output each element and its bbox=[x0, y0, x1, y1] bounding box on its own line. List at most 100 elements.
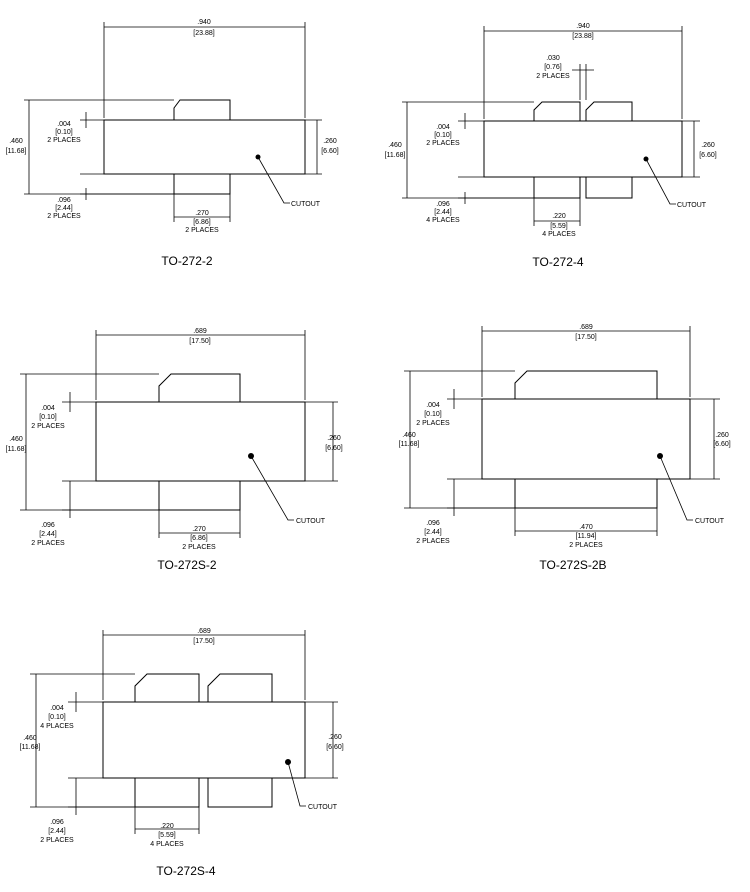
body-height-in: .260 bbox=[701, 142, 715, 149]
total-height-in: .460 bbox=[402, 432, 416, 439]
lead-offset-mm: [2.44] bbox=[434, 209, 452, 216]
lead-offset-places: 4 PLACES bbox=[426, 217, 460, 224]
body-height-in: .260 bbox=[323, 138, 337, 145]
body-height-mm: [6.60] bbox=[326, 744, 344, 751]
drawing-to-272s-2: .689 [17.50] .460 [11.68] .004 [0.10] 2 … bbox=[6, 328, 343, 572]
total-height-in: .460 bbox=[388, 142, 402, 149]
lead-offset-mm: [2.44] bbox=[424, 529, 442, 536]
total-height-in: .460 bbox=[9, 436, 23, 443]
overall-length-in: .689 bbox=[197, 628, 211, 635]
drawing-to-272-2: .940 [23.88] .460 [11.68] .004 [0.10] 2 … bbox=[6, 19, 339, 268]
lead-offset-in: .096 bbox=[426, 520, 440, 527]
overall-length-in: .940 bbox=[197, 19, 211, 26]
lead-width-places: 4 PLACES bbox=[150, 841, 184, 848]
overall-length-in: .689 bbox=[193, 328, 207, 335]
lead-thickness-mm: [0.10] bbox=[424, 411, 442, 418]
drawing-to-272s-4: .689 [17.50] .460 [11.68] .004 [0.10] 4 … bbox=[20, 628, 344, 878]
lead-gap-mm: [0.76] bbox=[544, 64, 562, 71]
bottom-lead bbox=[173, 173, 231, 195]
lead-width-mm: [5.59] bbox=[158, 832, 176, 839]
lead-width-places: 2 PLACES bbox=[182, 544, 216, 551]
total-height-in: .460 bbox=[23, 735, 37, 742]
lead-thickness-places: 2 PLACES bbox=[416, 420, 450, 427]
lead-width-in: .220 bbox=[552, 213, 566, 220]
lead-width-in: .270 bbox=[195, 210, 209, 217]
lead-offset-mm: [2.44] bbox=[48, 828, 66, 835]
cutout-label: CUTOUT bbox=[296, 518, 326, 525]
lead-thickness-places: 2 PLACES bbox=[31, 423, 65, 430]
bottom-lead bbox=[158, 480, 241, 511]
lead-offset-places: 2 PLACES bbox=[31, 540, 65, 547]
lead-offset-in: .096 bbox=[57, 197, 71, 204]
package-body bbox=[102, 701, 306, 779]
lead-offset-places: 2 PLACES bbox=[416, 538, 450, 545]
total-height-mm: [11.68] bbox=[6, 148, 27, 155]
lead-offset-mm: [2.44] bbox=[39, 531, 57, 538]
lead-offset-in: .096 bbox=[41, 522, 55, 529]
lead-offset-places: 2 PLACES bbox=[40, 837, 74, 844]
drawing-title: TO-272S-4 bbox=[156, 864, 215, 878]
bottom-lead-left bbox=[134, 777, 200, 808]
overall-length-mm: [17.50] bbox=[189, 338, 210, 345]
cutout-label: CUTOUT bbox=[695, 518, 725, 525]
total-height-mm: [11.68] bbox=[20, 744, 41, 751]
lead-width-mm: [11.94] bbox=[576, 533, 597, 540]
overall-length-mm: [23.88] bbox=[193, 30, 214, 37]
lead-width-mm: [6.86] bbox=[193, 219, 211, 226]
drawing-title: TO-272-4 bbox=[532, 255, 583, 269]
overall-length-mm: [17.50] bbox=[575, 334, 596, 341]
top-lead-left bbox=[134, 673, 200, 702]
lead-thickness-in: .004 bbox=[57, 121, 71, 128]
top-lead bbox=[158, 373, 241, 402]
lead-thickness-in: .004 bbox=[426, 402, 440, 409]
top-lead-right bbox=[585, 101, 633, 121]
body-height-in: .260 bbox=[328, 734, 342, 741]
lead-thickness-places: 4 PLACES bbox=[40, 723, 74, 730]
overall-length-in: .689 bbox=[579, 324, 593, 331]
lead-width-in: .220 bbox=[160, 823, 174, 830]
package-body bbox=[95, 401, 306, 482]
cutout-label: CUTOUT bbox=[291, 201, 321, 208]
drawing-to-272-4: .940 [23.88] .030 [0.76] 2 PLACES .460 [… bbox=[385, 23, 717, 269]
body-height-in: .260 bbox=[715, 432, 729, 439]
lead-thickness-places: 2 PLACES bbox=[426, 140, 460, 147]
overall-length-in: .940 bbox=[576, 23, 590, 30]
lead-thickness-in: .004 bbox=[41, 405, 55, 412]
lead-thickness-mm: [0.10] bbox=[39, 414, 57, 421]
overall-length-mm: [17.50] bbox=[193, 638, 214, 645]
lead-thickness-in: .004 bbox=[436, 124, 450, 131]
total-height-mm: [11.68] bbox=[6, 446, 27, 453]
package-body bbox=[103, 119, 306, 175]
cutout-label: CUTOUT bbox=[308, 804, 338, 811]
bottom-lead bbox=[514, 478, 658, 509]
total-height-mm: [11.68] bbox=[399, 441, 420, 448]
body-height-mm: [6.60] bbox=[325, 445, 343, 452]
body-height-mm: [6.60] bbox=[699, 152, 717, 159]
package-body bbox=[481, 398, 691, 480]
cutout-label: CUTOUT bbox=[677, 202, 707, 209]
top-lead-right bbox=[207, 673, 273, 702]
lead-offset-mm: [2.44] bbox=[55, 205, 73, 212]
lead-thickness-in: .004 bbox=[50, 705, 64, 712]
total-height-mm: [11.68] bbox=[385, 152, 406, 159]
lead-gap-places: 2 PLACES bbox=[536, 73, 570, 80]
top-lead bbox=[514, 370, 658, 399]
lead-thickness-mm: [0.10] bbox=[55, 129, 73, 136]
package-body bbox=[483, 120, 683, 178]
body-height-mm: [6.60] bbox=[713, 441, 731, 448]
lead-width-mm: [6.86] bbox=[190, 535, 208, 542]
body-height-in: .260 bbox=[327, 435, 341, 442]
lead-thickness-mm: [0.10] bbox=[434, 132, 452, 139]
top-lead bbox=[173, 99, 231, 120]
bottom-lead-right bbox=[207, 777, 273, 808]
lead-offset-places: 2 PLACES bbox=[47, 213, 81, 220]
lead-width-places: 2 PLACES bbox=[569, 542, 603, 549]
lead-gap-in: .030 bbox=[546, 55, 560, 62]
bottom-lead-right bbox=[585, 176, 633, 199]
lead-width-in: .270 bbox=[192, 526, 206, 533]
lead-width-in: .470 bbox=[579, 524, 593, 531]
lead-width-mm: [5.59] bbox=[550, 223, 568, 230]
drawing-title: TO-272S-2 bbox=[157, 558, 216, 572]
body-height-mm: [6.60] bbox=[321, 148, 339, 155]
